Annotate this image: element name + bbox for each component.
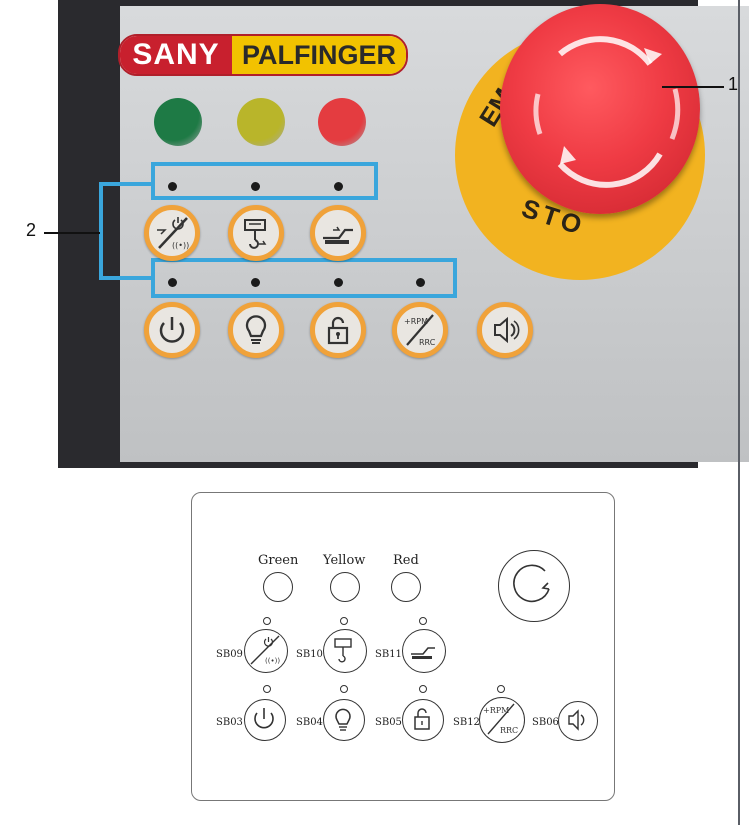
diagram-label-sb03: SB03 (216, 717, 243, 728)
diagram-rrc-label: RRC (500, 726, 518, 735)
diagram-rpm-rrc-icon: +RPM RRC (483, 703, 518, 735)
diagram-sb12-button: +RPM RRC (479, 697, 525, 743)
led-sb03 (168, 278, 177, 287)
brand-logo-palfinger: PALFINGER (232, 36, 406, 74)
horn-icon (494, 316, 520, 344)
diagram-led-sb09 (263, 617, 271, 625)
bracket-top-line (99, 182, 153, 186)
diagram-label-red: Red (393, 553, 419, 568)
red-indicator-lamp (318, 98, 366, 146)
diagram-led-sb10 (340, 617, 348, 625)
diagram-green-lamp (263, 572, 293, 602)
diagram-emergency-stop (498, 550, 570, 622)
diagram-unlock-icon (414, 708, 430, 730)
diagram-led-sb04 (340, 685, 348, 693)
svg-text:((•)): ((•)) (172, 241, 189, 250)
green-indicator-lamp (154, 98, 202, 146)
diagram-light-bulb-icon (335, 708, 351, 731)
sb06-horn-button[interactable] (477, 302, 533, 358)
diagram-label-sb11: SB11 (375, 649, 402, 660)
rpm-label: +RPM (404, 317, 428, 326)
power-wireless-icon: ((•)) (157, 217, 189, 250)
led-sb09 (168, 182, 177, 191)
rotate-arrows-icon (533, 36, 681, 188)
rrc-label: RRC (419, 338, 436, 347)
rotate-arrow-icon (513, 564, 550, 603)
rpm-rrc-icon: +RPM RRC (404, 314, 436, 347)
button-layout-diagram: Green Yellow Red SB09 ((•)) SB10 SB11 (191, 492, 615, 801)
diagram-sb04-button (323, 699, 365, 741)
sb09-power-wireless-button[interactable]: ((•)) (144, 205, 200, 261)
upper-led-highlight-box (151, 162, 378, 200)
led-sb04 (251, 278, 260, 287)
svg-text:((•)): ((•)) (265, 657, 280, 665)
diagram-label-green: Green (258, 553, 299, 568)
sb10-crane-hook-button[interactable] (228, 205, 284, 261)
lower-led-highlight-box (151, 258, 457, 298)
led-sb10 (251, 182, 260, 191)
sb12-rpm-rrc-button[interactable]: +RPM RRC (392, 302, 448, 358)
led-sb05 (334, 278, 343, 287)
diagram-crane-hook-icon (334, 638, 352, 663)
yellow-indicator-lamp (237, 98, 285, 146)
diagram-led-sb12 (497, 685, 505, 693)
bracket-bottom-line (99, 276, 153, 280)
diagram-power-wireless-icon: ((•)) (250, 635, 280, 665)
callout-2-number: 2 (26, 220, 37, 240)
diagram-sb05-button (402, 699, 444, 741)
sb03-power-button[interactable] (144, 302, 200, 358)
sb05-unlock-button[interactable] (310, 302, 366, 358)
led-sb11 (334, 182, 343, 191)
power-icon (159, 317, 185, 343)
diagram-outrigger-icon (411, 647, 435, 659)
crane-hook-icon (244, 219, 267, 249)
diagram-led-sb03 (263, 685, 271, 693)
brand-logo: SANY PALFINGER (118, 34, 408, 76)
diagram-label-yellow: Yellow (323, 553, 366, 568)
diagram-sb06-button (558, 701, 598, 741)
callout-1-number: 1 (728, 74, 739, 94)
callout-2-line (44, 232, 100, 234)
diagram-label-sb10: SB10 (296, 649, 323, 660)
sb04-light-button[interactable] (228, 302, 284, 358)
diagram-sb09-button: ((•)) (244, 629, 288, 673)
emergency-stop-button[interactable] (500, 4, 700, 214)
led-sb12 (416, 278, 425, 287)
callout-1-line (662, 86, 724, 88)
diagram-label-sb09: SB09 (216, 649, 243, 660)
diagram-label-sb04: SB04 (296, 717, 323, 728)
unlock-icon (327, 316, 349, 345)
diagram-rpm-label: +RPM (483, 706, 509, 715)
diagram-horn-icon (568, 709, 585, 731)
diagram-label-sb12: SB12 (453, 717, 480, 728)
diagram-red-lamp (391, 572, 421, 602)
diagram-yellow-lamp (330, 572, 360, 602)
diagram-label-sb05: SB05 (375, 717, 402, 728)
diagram-sb03-button (244, 699, 286, 741)
outrigger-icon (323, 226, 353, 244)
page-edge-line (738, 0, 740, 825)
diagram-sb11-button (402, 629, 446, 673)
diagram-led-sb05 (419, 685, 427, 693)
diagram-power-icon (254, 708, 274, 729)
light-bulb-icon (245, 315, 267, 344)
diagram-label-sb06: SB06 (532, 717, 559, 728)
diagram-sb10-button (323, 629, 367, 673)
brand-logo-sany: SANY (120, 36, 232, 74)
bracket-vertical-line (99, 182, 103, 280)
sb11-outrigger-button[interactable] (310, 205, 366, 261)
diagram-led-sb11 (419, 617, 427, 625)
